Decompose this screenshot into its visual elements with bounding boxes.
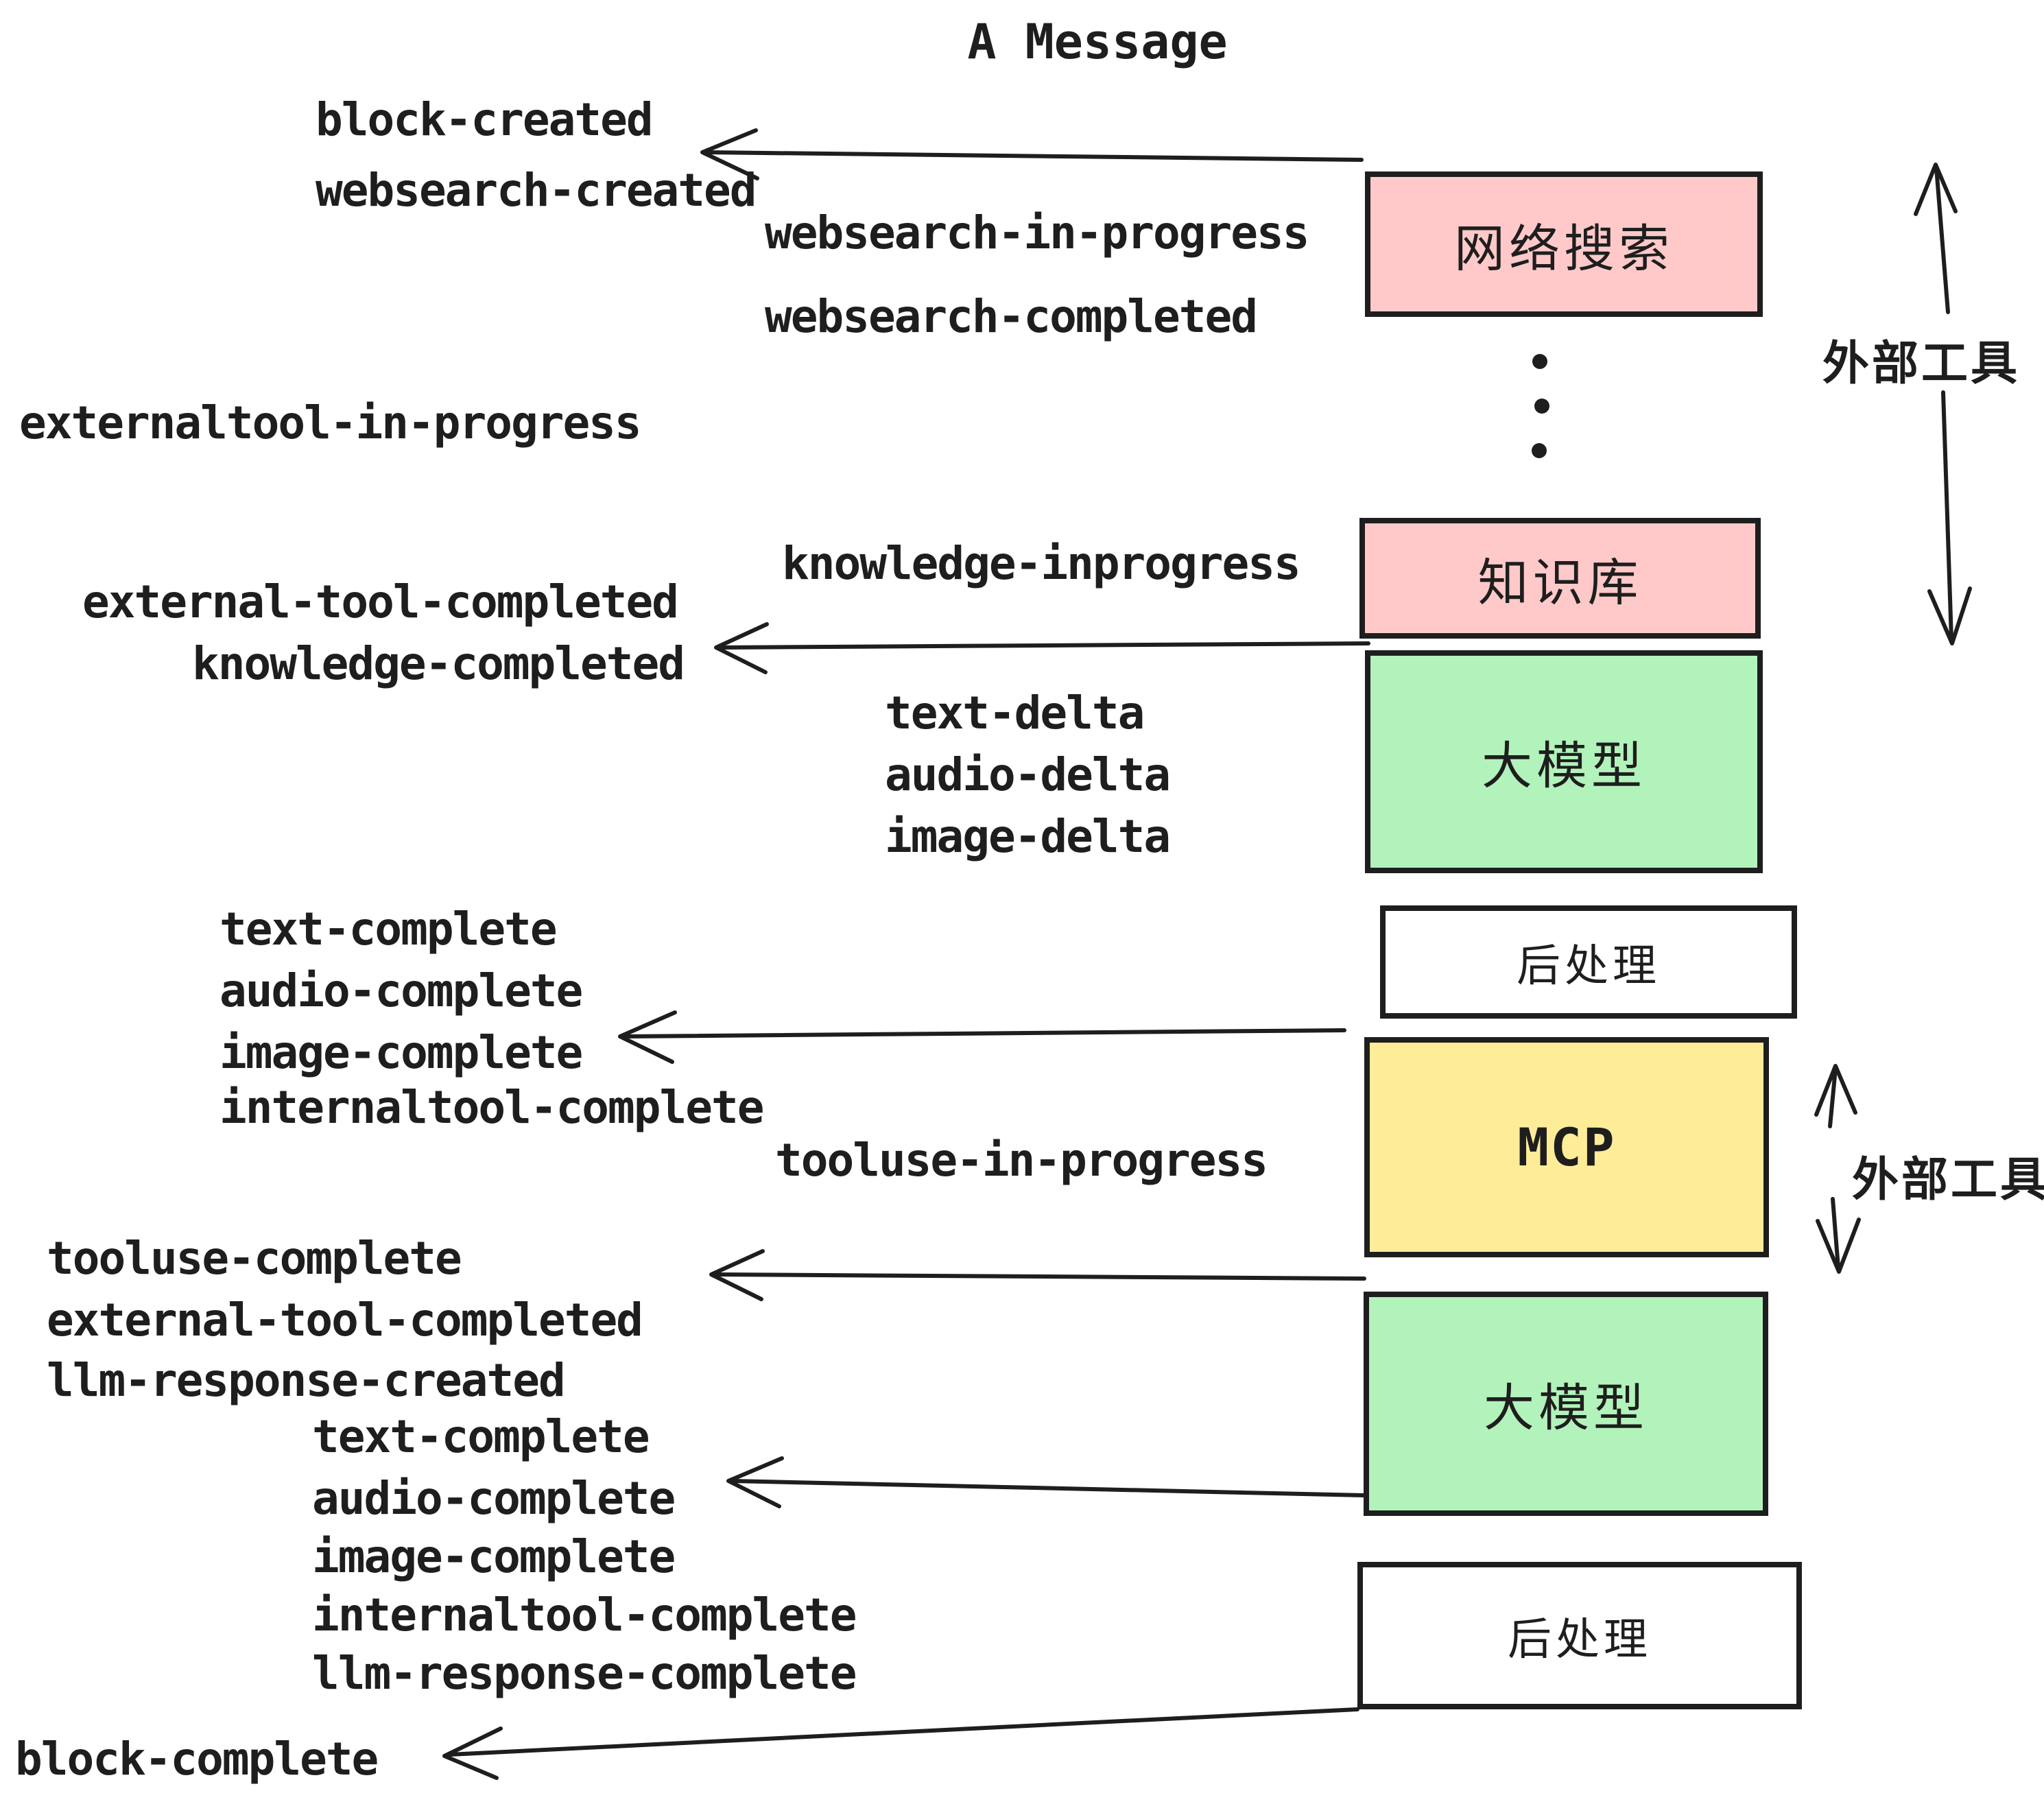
box-websearch-label: 网络搜索	[1454, 219, 1674, 277]
arrow-to-block-complete-icon	[444, 1709, 1357, 1778]
arrow-to-knowledge-completed-icon	[716, 624, 1368, 672]
box-knowledge-base-label: 知识库	[1477, 554, 1643, 611]
box-mcp-label: MCP	[1517, 1116, 1616, 1178]
event-label-llm-response-complete: llm-response-complete	[312, 1647, 857, 1700]
event-label-knowledge-completed: knowledge-completed	[192, 637, 685, 690]
arrow-to-tooluse-complete-icon	[711, 1251, 1364, 1299]
external-tools-top-label: 外部工具	[1822, 337, 2021, 390]
event-label-external-tool-completed-2: external-tool-completed	[47, 1294, 643, 1346]
box-mcp: MCP	[1364, 1037, 1769, 1257]
event-label-text-complete: text-complete	[219, 903, 558, 956]
event-label-tooluse-in-progress: tooluse-in-progress	[775, 1134, 1268, 1187]
ellipsis-dots	[1532, 354, 1549, 458]
event-label-knowledge-inprogress: knowledge-inprogress	[782, 537, 1301, 590]
box-postprocess-bottom: 后处理	[1357, 1562, 1802, 1709]
event-label-image-complete: image-complete	[219, 1026, 583, 1079]
event-label-websearch-completed: websearch-completed	[765, 290, 1258, 343]
event-label-block-created: block-created	[316, 93, 654, 146]
event-label-audio-complete-2: audio-complete	[312, 1472, 676, 1525]
arrow-to-image-complete-icon	[620, 1012, 1344, 1062]
event-label-block-complete: block-complete	[15, 1733, 379, 1785]
event-label-internaltool-complete: internaltool-complete	[219, 1081, 764, 1134]
event-label-text-complete-2: text-complete	[312, 1410, 650, 1463]
event-label-llm-response-created: llm-response-created	[47, 1354, 566, 1407]
event-label-image-complete-2: image-complete	[312, 1530, 676, 1583]
external-tools-top-down-arrow-icon	[1929, 392, 1970, 643]
event-label-externaltool-in-progress: externaltool-in-progress	[19, 396, 642, 449]
box-llm-bottom-label: 大模型	[1484, 1379, 1648, 1436]
event-label-audio-complete: audio-complete	[219, 964, 583, 1017]
external-tools-mid-up-arrow-icon	[1816, 1066, 1855, 1126]
event-label-external-tool-completed: external-tool-completed	[82, 575, 679, 628]
box-knowledge-base: 知识库	[1359, 518, 1761, 639]
event-label-text-delta: text-delta	[885, 687, 1145, 739]
external-tools-mid-down-arrow-icon	[1818, 1199, 1859, 1272]
event-label-tooluse-complete: tooluse-complete	[47, 1232, 462, 1285]
box-llm-top: 大模型	[1365, 650, 1763, 873]
arrow-to-audio-complete-icon	[728, 1458, 1364, 1506]
event-label-image-delta: image-delta	[885, 810, 1171, 863]
box-websearch: 网络搜索	[1365, 171, 1763, 317]
box-llm-top-label: 大模型	[1482, 737, 1646, 794]
event-label-internaltool-complete-2: internaltool-complete	[312, 1589, 857, 1641]
event-label-websearch-created: websearch-created	[316, 164, 757, 217]
diagram-title: A Message	[967, 14, 1228, 70]
event-label-websearch-in-progress: websearch-in-progress	[765, 206, 1309, 259]
box-postprocess-bottom-label: 后处理	[1508, 1614, 1652, 1664]
external-tools-mid-label: 外部工具	[1852, 1154, 2044, 1206]
box-llm-bottom: 大模型	[1364, 1292, 1768, 1516]
external-tools-top-up-arrow-icon	[1916, 165, 1956, 312]
arrow-to-websearch-created-icon	[702, 130, 1362, 178]
box-postprocess-top-label: 后处理	[1517, 940, 1661, 990]
box-postprocess-top: 后处理	[1380, 905, 1797, 1019]
event-label-audio-delta: audio-delta	[885, 748, 1171, 801]
